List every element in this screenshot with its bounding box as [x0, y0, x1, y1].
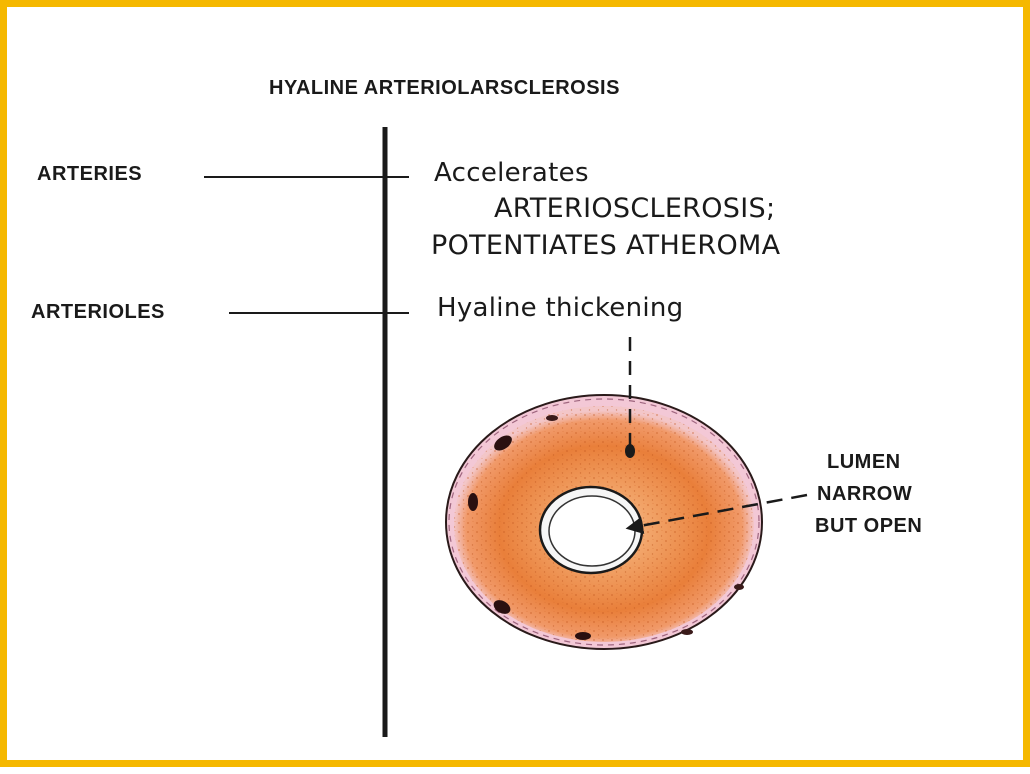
arteriole-cross-section	[446, 395, 762, 649]
arteries-effect-line1: Accelerates	[434, 158, 589, 188]
lumen-note-line2: NARROW	[817, 483, 912, 506]
nucleus-mark	[575, 632, 591, 640]
nucleus-mark	[468, 493, 478, 511]
hyaline-pointer-tip	[625, 444, 635, 458]
diagram-artwork	[7, 7, 1030, 774]
lumen	[549, 496, 635, 566]
nucleus-mark	[681, 629, 693, 635]
nucleus-mark	[734, 584, 744, 590]
label-arteries: ARTERIES	[37, 163, 142, 186]
label-arterioles: ARTERIOLES	[31, 301, 165, 324]
arteries-effect-line2: ARTERIOSCLEROSIS;	[494, 193, 775, 224]
lumen-note-line1: LUMEN	[827, 451, 901, 474]
arteries-effect-line3: POTENTIATES ATHEROMA	[431, 230, 780, 261]
nucleus-mark	[546, 415, 558, 421]
diagram-title: HYALINE ARTERIOLARSCLEROSIS	[269, 77, 620, 100]
lumen-note-line3: BUT OPEN	[815, 515, 922, 538]
arterioles-effect: Hyaline thickening	[437, 293, 683, 323]
